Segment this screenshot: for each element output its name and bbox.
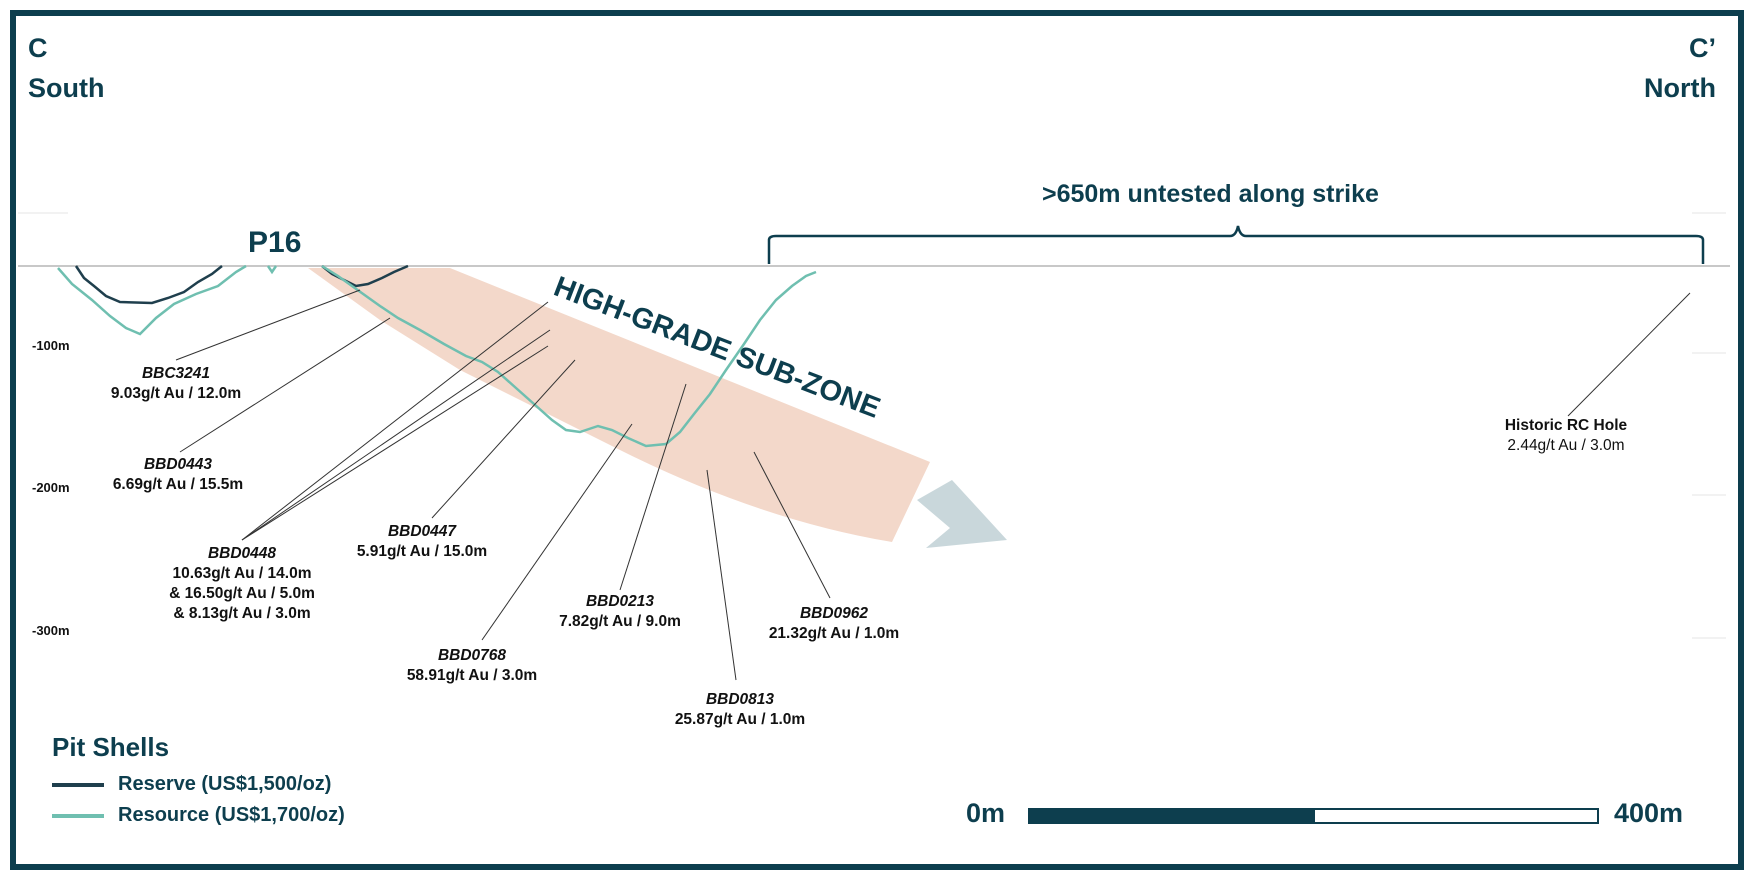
reserve-pit-shell-left — [74, 265, 223, 305]
hole-id: BBD0447 — [387, 523, 457, 540]
hole-intercept: 10.63g/t Au / 14.0m — [172, 565, 312, 582]
hole-id: Historic RC Hole — [1504, 417, 1628, 434]
legend-item-resource: Resource (US$1,700/oz) — [52, 804, 345, 827]
scale-bar-filled — [1028, 808, 1314, 824]
hole-id: BBD0813 — [705, 691, 775, 708]
hole-intercept: 7.82g/t Au / 9.0m — [559, 613, 681, 630]
depth-label-300: -300m — [32, 623, 70, 638]
leader-bbd0448-c — [241, 345, 549, 541]
hole-label-bbd0213: BBD0213 7.82g/t Au / 9.0m — [559, 592, 681, 632]
hole-id: BBD0448 — [207, 545, 277, 562]
leader-bbd0813 — [706, 469, 737, 681]
hole-label-bbd0962: BBD0962 21.32g/t Au / 1.0m — [769, 604, 899, 644]
legend-item-reserve: Reserve (US$1,500/oz) — [52, 773, 345, 796]
hole-intercept: 58.91g/t Au / 3.0m — [406, 667, 538, 684]
leader-bbd0448-b — [241, 329, 551, 541]
reserve-swatch — [52, 782, 104, 787]
section-north-marker: C’ North — [1644, 28, 1716, 108]
scale-start-label: 0m — [966, 798, 1006, 828]
legend: Pit Shells Reserve (US$1,500/oz) Resourc… — [52, 732, 345, 827]
hole-id: BBD0443 — [143, 456, 213, 473]
hole-label-bbd0443: BBD0443 6.69g/t Au / 15.5m — [113, 455, 243, 495]
resource-pit-shell-small — [266, 265, 278, 275]
depth-label-200: -200m — [32, 480, 70, 495]
leader-bbd0447 — [431, 359, 576, 519]
scale-bar-empty — [1313, 808, 1599, 824]
reserve-pit-shell-right — [321, 264, 409, 288]
strike-label: >650m untested along strike — [1042, 180, 1379, 208]
section-south-marker: C South — [28, 28, 104, 108]
section-letter-c: C — [28, 33, 48, 63]
hole-id: BBC3241 — [141, 365, 211, 382]
hole-id: BBD0213 — [585, 593, 655, 610]
leader-historic-rc — [1567, 292, 1691, 417]
hole-id: BBD0768 — [437, 647, 507, 664]
hole-label-bbd0448: BBD0448 10.63g/t Au / 14.0m & 16.50g/t A… — [169, 544, 315, 624]
leader-bbd0448-a — [241, 301, 549, 541]
hole-intercept: & 8.13g/t Au / 3.0m — [173, 605, 311, 622]
legend-title: Pit Shells — [52, 732, 170, 762]
hole-label-bbd0813: BBD0813 25.87g/t Au / 1.0m — [675, 690, 805, 730]
leader-bbd0213 — [619, 383, 687, 591]
hole-intercept: 9.03g/t Au / 12.0m — [110, 385, 242, 402]
section-frame — [10, 10, 1744, 870]
section-direction-south: South — [28, 73, 105, 103]
strike-bracket — [767, 225, 1705, 264]
resource-pit-shell-main — [321, 264, 817, 448]
resource-swatch — [52, 813, 104, 818]
hole-intercept: 21.32g/t Au / 1.0m — [768, 625, 900, 642]
hole-label-historic-rc: Historic RC Hole 2.44g/t Au / 3.0m — [1505, 416, 1627, 456]
section-letter-c-prime: C’ — [1689, 33, 1716, 63]
leader-bbd0962 — [753, 451, 831, 599]
hole-intercept: & 16.50g/t Au / 5.0m — [169, 585, 315, 602]
hole-label-bbc3241: BBC3241 9.03g/t Au / 12.0m — [111, 364, 241, 404]
high-grade-zone — [308, 268, 930, 542]
hole-intercept: 6.69g/t Au / 15.5m — [112, 476, 244, 493]
leader-bbc3241 — [175, 289, 361, 361]
hole-intercept: 5.91g/t Au / 15.0m — [356, 543, 488, 560]
leader-bbd0443 — [179, 317, 391, 453]
section-direction-north: North — [1644, 73, 1716, 103]
hole-intercept: 25.87g/t Au / 1.0m — [674, 711, 806, 728]
hole-intercept: 2.44g/t Au / 3.0m — [1507, 437, 1625, 454]
pit-label: P16 — [248, 226, 302, 259]
plunge-arrow — [917, 480, 1007, 548]
hole-id: BBD0962 — [799, 605, 869, 622]
depth-label-100: -100m — [32, 338, 70, 353]
legend-label-resource: Resource (US$1,700/oz) — [118, 804, 345, 826]
resource-pit-shell-left — [57, 264, 247, 336]
hole-label-bbd0768: BBD0768 58.91g/t Au / 3.0m — [407, 646, 537, 686]
legend-label-reserve: Reserve (US$1,500/oz) — [118, 773, 332, 795]
scale-end-label: 400m — [1614, 798, 1684, 828]
leader-bbd0768 — [481, 423, 633, 641]
hole-label-bbd0447: BBD0447 5.91g/t Au / 15.0m — [357, 522, 487, 562]
